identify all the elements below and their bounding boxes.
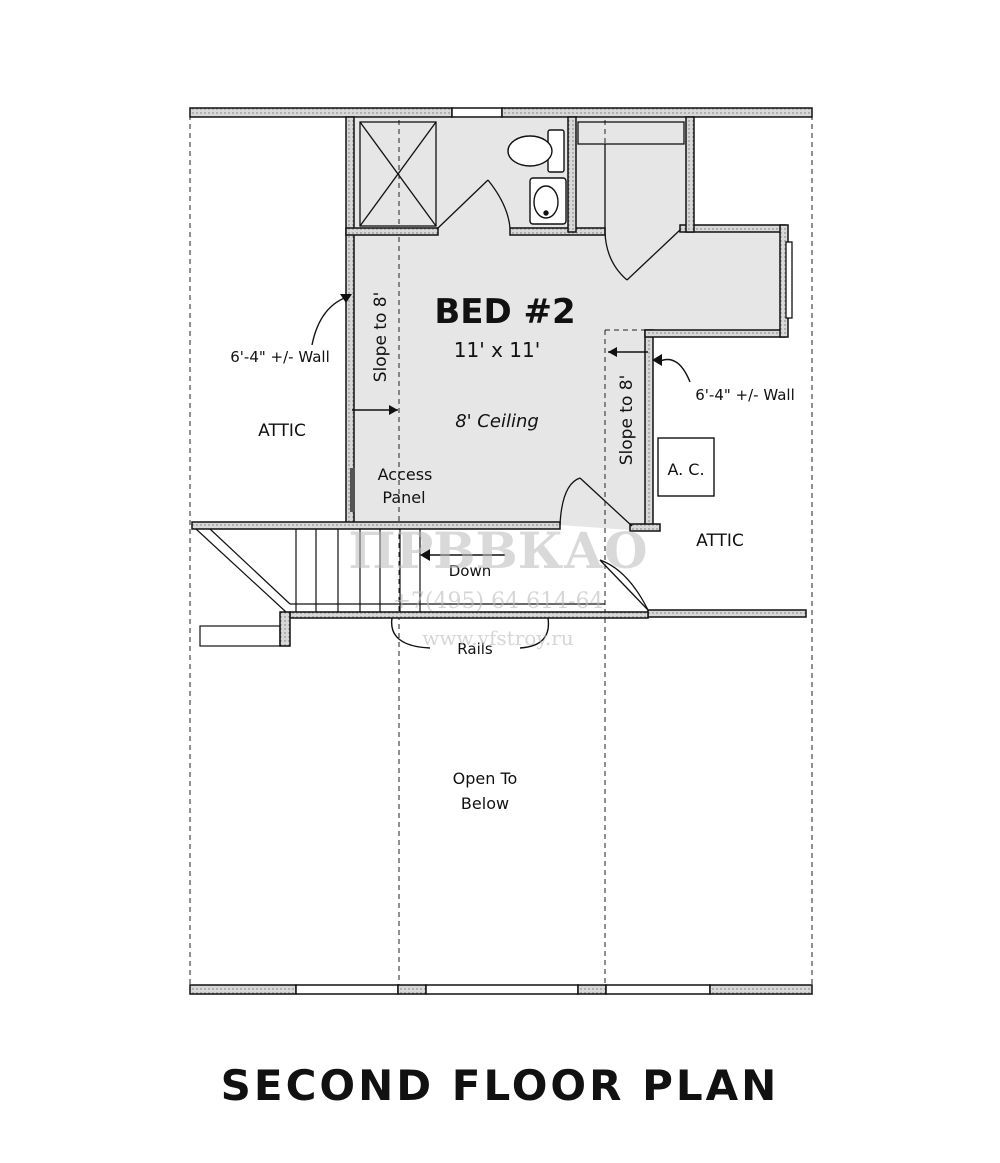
bedroom-ceiling: 8' Ceiling bbox=[455, 411, 539, 432]
down-label: Down bbox=[449, 562, 492, 580]
closet bbox=[577, 121, 685, 232]
ac-unit bbox=[657, 437, 715, 497]
arrow-heads bbox=[340, 294, 662, 561]
stairs bbox=[195, 528, 605, 647]
watermark-url: www.vfstroy.ru bbox=[422, 626, 574, 650]
plan-title: SECOND FLOOR PLAN bbox=[221, 1061, 780, 1110]
sink bbox=[529, 177, 567, 225]
open-label-line1: Open To bbox=[453, 769, 518, 788]
bath-floor bbox=[352, 118, 690, 232]
interior-walls bbox=[191, 116, 807, 647]
wall-left-label: 6'-4" +/- Wall bbox=[230, 348, 330, 366]
watermark-phone: +7(495) 64 614-64 bbox=[393, 589, 604, 614]
open-label-line2: Below bbox=[461, 794, 509, 813]
bedroom-floor bbox=[352, 232, 785, 530]
watermark-logo: ПРВВКАО bbox=[348, 521, 647, 580]
stair-door bbox=[559, 477, 649, 611]
access-label-line1: Access bbox=[378, 465, 433, 484]
ac-label: A. C. bbox=[667, 460, 704, 479]
slope-right-label: Slope to 8' bbox=[617, 375, 637, 466]
bedroom-name: BED #2 bbox=[434, 292, 575, 332]
right-window bbox=[785, 241, 793, 319]
access-label-line2: Panel bbox=[382, 488, 425, 507]
attic-left-label: ATTIC bbox=[258, 421, 306, 441]
top-window bbox=[451, 107, 503, 118]
access-panel bbox=[350, 468, 355, 512]
shower bbox=[359, 121, 437, 227]
slope-left-label: Slope to 8' bbox=[371, 292, 391, 383]
top-wall-right bbox=[501, 107, 813, 118]
rails-label: Rails bbox=[457, 640, 493, 658]
bedroom-size: 11' x 11' bbox=[454, 338, 540, 362]
wall-right-label: 6'-4" +/- Wall bbox=[695, 386, 795, 404]
attic-right-label: ATTIC bbox=[696, 531, 744, 551]
dashed-guides bbox=[189, 115, 813, 985]
closet-door bbox=[604, 229, 681, 281]
toilet bbox=[507, 129, 565, 173]
bath-door bbox=[437, 179, 511, 229]
bottom-wall bbox=[189, 984, 813, 995]
top-wall-left bbox=[189, 107, 453, 118]
